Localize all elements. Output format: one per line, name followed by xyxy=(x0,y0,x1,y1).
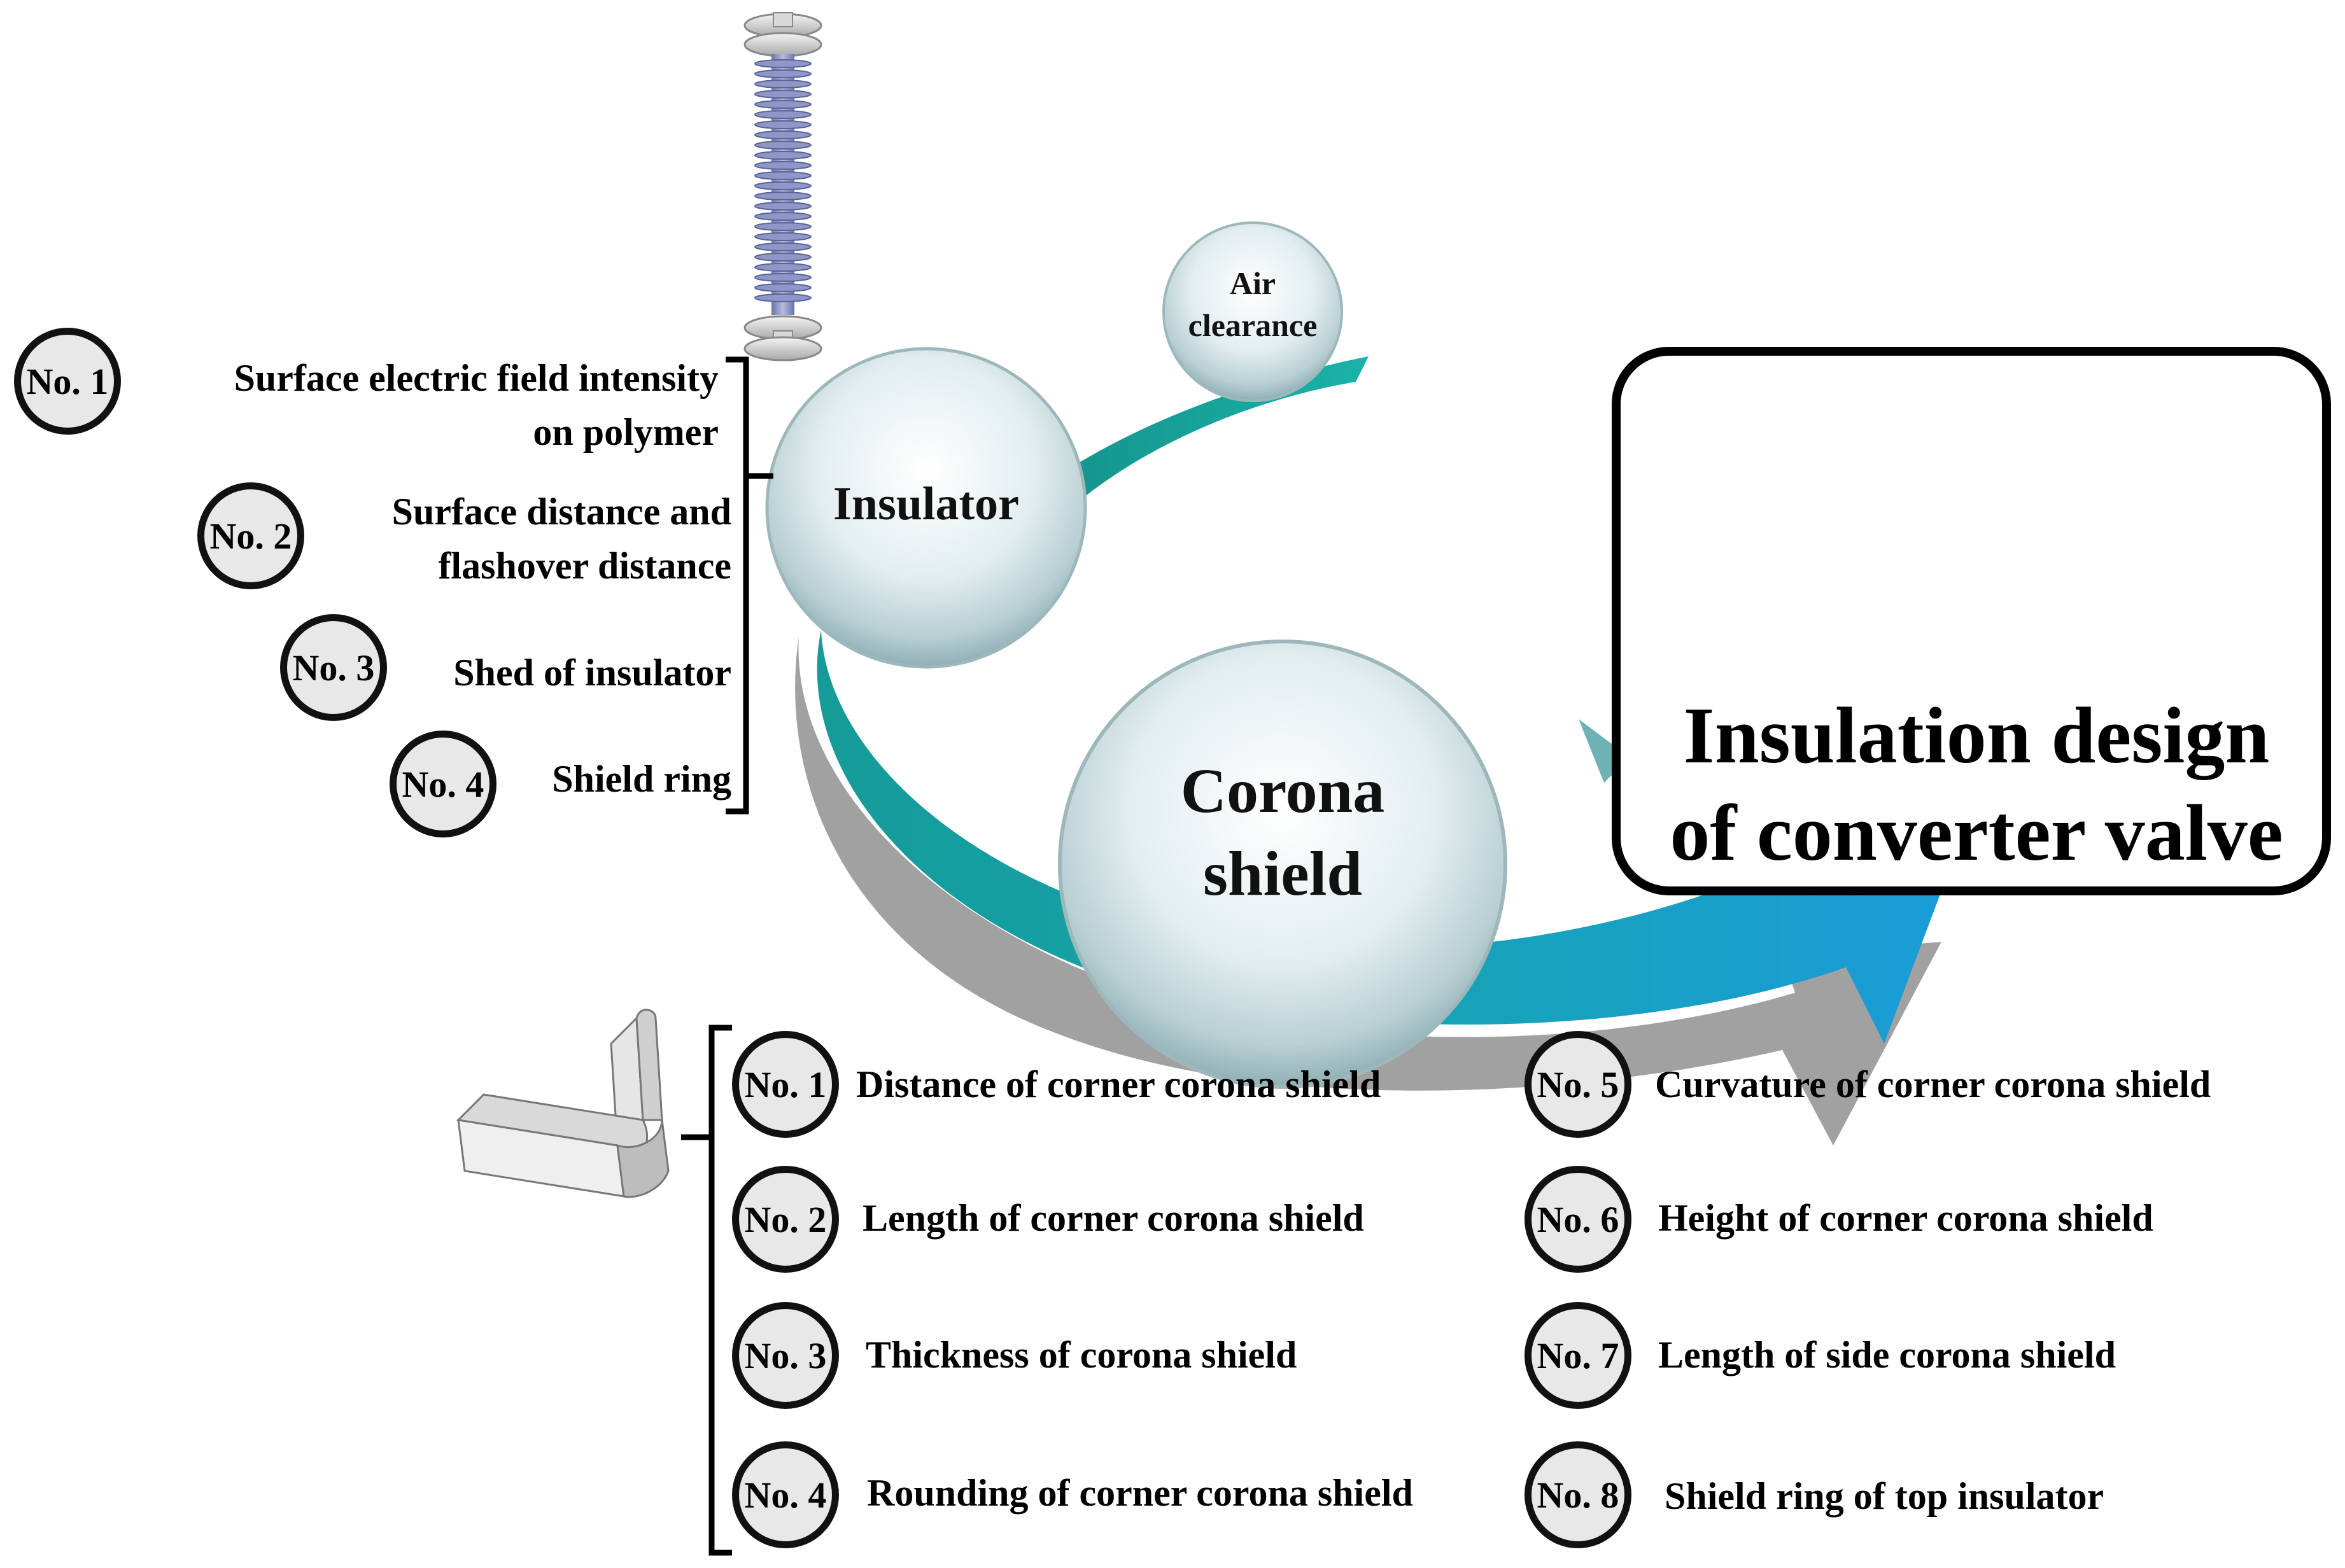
insulator-shed xyxy=(754,192,812,200)
insulator-shed xyxy=(754,130,812,139)
insulator-item-1-line-1: Surface electric field intensity xyxy=(234,357,719,399)
corona-item-6-badge: No. 6 xyxy=(1525,1166,1631,1273)
corona-item-2-label: Length of corner corona shield xyxy=(863,1197,1364,1239)
corona-item-2-badge: No. 2 xyxy=(732,1166,839,1273)
title-line-1: Insulation design xyxy=(1683,692,2270,780)
insulator-shed xyxy=(754,181,812,190)
corona-item-3-badge: No. 3 xyxy=(732,1302,839,1409)
insulator-shed xyxy=(754,232,812,241)
insulator-shed xyxy=(754,202,812,211)
insulator-shed xyxy=(754,100,812,109)
corona-label-1: Corona xyxy=(1180,755,1385,826)
corona-item-3-label: Thickness of corona shield xyxy=(866,1334,1297,1376)
insulator-shed xyxy=(754,120,812,129)
insulator-item-4-line-1: Shield ring xyxy=(552,758,731,800)
air-clearance-label-1: Air xyxy=(1229,265,1276,301)
air-clearance-sphere xyxy=(1162,221,1343,402)
insulator-illustration xyxy=(743,12,822,361)
insulator-shed xyxy=(754,283,812,292)
insulator-bracket xyxy=(726,356,773,815)
corona-label-2: shield xyxy=(1202,838,1363,909)
corona-item-7-label: Length of side corona shield xyxy=(1658,1334,2116,1376)
insulator-shed xyxy=(754,59,812,68)
corona-item-6-label: Height of corner corona shield xyxy=(1658,1197,2153,1239)
insulator-shed xyxy=(754,253,812,262)
insulator-item-1-line-2: on polymer xyxy=(533,411,719,453)
insulator-sphere xyxy=(765,347,1087,669)
insulator-shed xyxy=(754,161,812,170)
insulator-shed xyxy=(754,222,812,231)
insulator-shed xyxy=(754,171,812,180)
corona-item-4-badge: No. 4 xyxy=(732,1441,839,1548)
insulator-item-4-badge: No. 4 xyxy=(390,731,496,837)
corona-item-1-badge: No. 1 xyxy=(732,1031,839,1138)
title-box xyxy=(1612,347,2331,895)
insulator-item-3-line-1: Shed of insulator xyxy=(453,652,731,694)
insulator-shed xyxy=(754,80,812,88)
corona-item-8-badge: No. 8 xyxy=(1525,1441,1631,1548)
insulator-shed xyxy=(754,273,812,282)
insulator-item-1-badge: No. 1 xyxy=(14,328,121,435)
insulator-shed xyxy=(754,293,812,302)
insulator-item-2-line-2: flashover distance xyxy=(438,545,731,587)
corona-item-1-label: Distance of corner corona shield xyxy=(856,1063,1381,1105)
insulator-shed xyxy=(754,263,812,272)
corona-item-4-label: Rounding of corner corona shield xyxy=(867,1472,1413,1514)
corona-item-7-badge: No. 7 xyxy=(1525,1302,1631,1409)
insulator-shed xyxy=(754,151,812,160)
corona-item-8-label: Shield ring of top insulator xyxy=(1665,1475,2104,1517)
title-line-2: of converter valve xyxy=(1670,789,2283,878)
corona-bracket xyxy=(681,1025,732,1556)
main-arrow-shadow xyxy=(795,636,1941,1145)
insulator-item-3-badge: No. 3 xyxy=(280,614,387,721)
corner-corona-shield-illustration xyxy=(456,1009,670,1198)
insulator-item-2-line-1: Surface distance and xyxy=(391,491,731,533)
insulator-shed xyxy=(754,110,812,119)
insulator-shed xyxy=(754,90,812,99)
insulator-shed xyxy=(754,242,812,251)
corona-shield-sphere xyxy=(1058,640,1507,1089)
corona-item-5-label: Curvature of corner corona shield xyxy=(1655,1063,2211,1105)
insulator-label: Insulator xyxy=(833,478,1019,530)
insulator-shed xyxy=(754,212,812,221)
corona-item-5-badge: No. 5 xyxy=(1525,1031,1631,1138)
air-clearance-label-2: clearance xyxy=(1188,307,1318,343)
insulator-shed xyxy=(754,69,812,78)
insulator-shed xyxy=(754,141,812,150)
insulator-item-2-badge: No. 2 xyxy=(197,482,304,589)
